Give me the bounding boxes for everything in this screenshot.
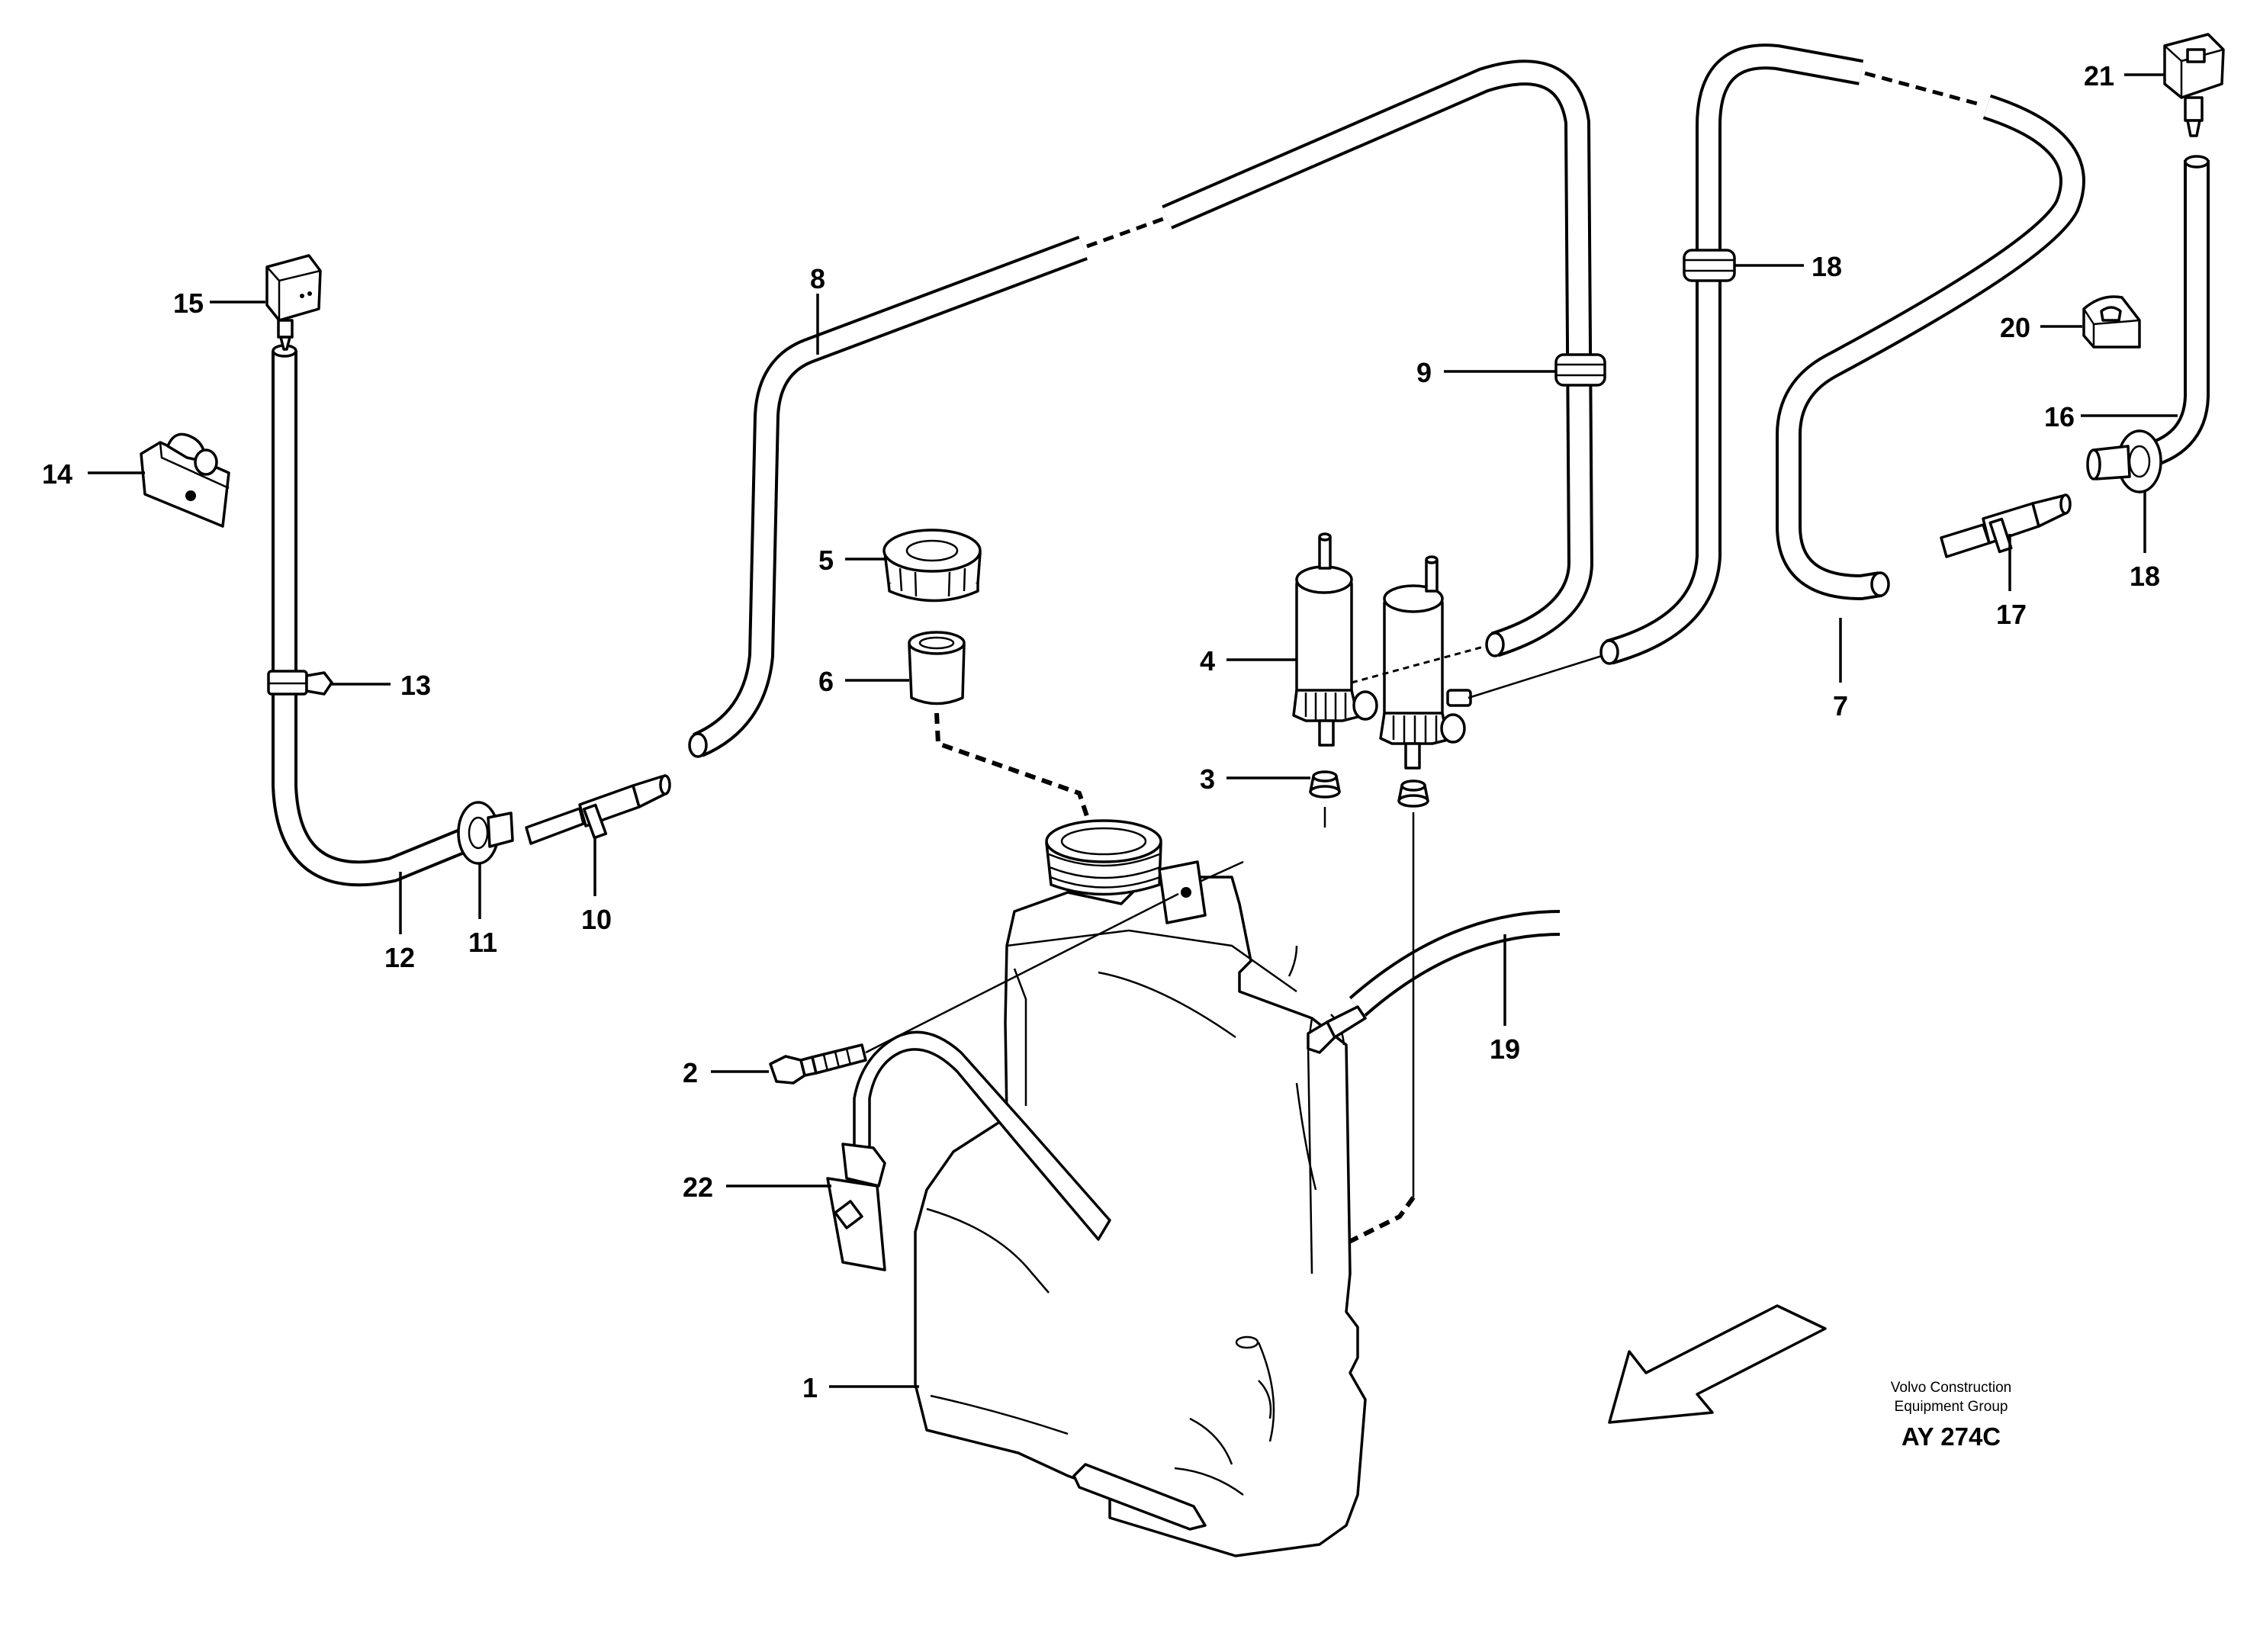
hose-end [688, 732, 708, 758]
callout-18-right: 18 [2130, 561, 2160, 592]
credit-line-2: Equipment Group [1895, 1399, 2008, 1415]
callout-22: 22 [683, 1172, 713, 1203]
callout-19: 19 [1490, 1033, 1520, 1065]
credit-block: Volvo Construction Equipment Group AY 27… [1891, 1380, 2011, 1451]
callout-3: 3 [1200, 763, 1215, 795]
washer-tank-1 [914, 876, 1367, 1557]
connector-17 [1940, 493, 2072, 558]
hose-end [2184, 155, 2210, 169]
pump-4-right [1379, 555, 1472, 770]
hose-19 [1349, 910, 1561, 1017]
connector-10 [525, 774, 671, 845]
nozzle-21 [2163, 33, 2225, 137]
callout-4: 4 [1200, 645, 1215, 677]
callout-14: 14 [42, 458, 72, 490]
clip-14 [140, 432, 230, 528]
callout-20: 20 [2000, 312, 2030, 343]
seal-3-left [1309, 770, 1341, 799]
callout-6: 6 [818, 666, 834, 697]
callout-1: 1 [802, 1372, 818, 1403]
callout-13: 13 [400, 670, 431, 701]
callout-8: 8 [810, 263, 825, 294]
pump-4-left [1292, 532, 1378, 747]
callout-5: 5 [818, 545, 834, 576]
tank-strap-22 [826, 1030, 1111, 1271]
strainer-6 [908, 631, 966, 705]
front-direction-arrow [1608, 1304, 1827, 1424]
callout-7: 7 [1833, 690, 1848, 722]
credit-line-1: Volvo Construction [1891, 1380, 2011, 1396]
callout-18-upper: 18 [1812, 251, 1842, 282]
part-callouts: 1 2 3 4 5 6 7 8 9 10 11 12 13 14 15 16 1… [42, 60, 2160, 1403]
callout-15: 15 [173, 288, 204, 319]
tank-mounting-tab [1158, 860, 1244, 924]
hose-end [1485, 632, 1505, 657]
callout-2: 2 [683, 1057, 698, 1088]
callout-11: 11 [468, 927, 497, 958]
clip-20 [2082, 295, 2141, 349]
callout-21: 21 [2084, 60, 2114, 92]
assembly-line-pump [1351, 645, 1484, 684]
clip-13 [267, 670, 333, 696]
callout-12: 12 [384, 942, 415, 973]
grommet-18-right [2086, 429, 2162, 493]
nozzle-15 [265, 254, 322, 351]
tank-filler-neck [1045, 819, 1162, 896]
grommet-11 [457, 801, 514, 865]
filler-cap-5 [882, 529, 982, 603]
leader-lines [88, 73, 2178, 1388]
callout-16: 16 [2044, 401, 2075, 432]
assembly-line-pump [1468, 654, 1603, 699]
drawing-code: AY 274C [1902, 1422, 2001, 1451]
grommet-18-upper [1683, 249, 1736, 282]
callout-10: 10 [581, 904, 612, 935]
hose-18 [1606, 43, 2085, 665]
hose-16 [2136, 160, 2210, 471]
seal-3-right [1397, 779, 1429, 808]
hose-8 [692, 59, 1593, 757]
hose-end [1599, 639, 1619, 665]
bolt-2 [769, 892, 1179, 1085]
tank-hose-nipple [1307, 1005, 1367, 1054]
callout-17: 17 [1996, 599, 2027, 630]
hose-end [1870, 571, 1890, 597]
callout-9: 9 [1416, 357, 1432, 388]
hose-12 [272, 351, 478, 887]
grommet-9 [1554, 353, 1606, 387]
assembly-line-cap [934, 712, 1093, 828]
